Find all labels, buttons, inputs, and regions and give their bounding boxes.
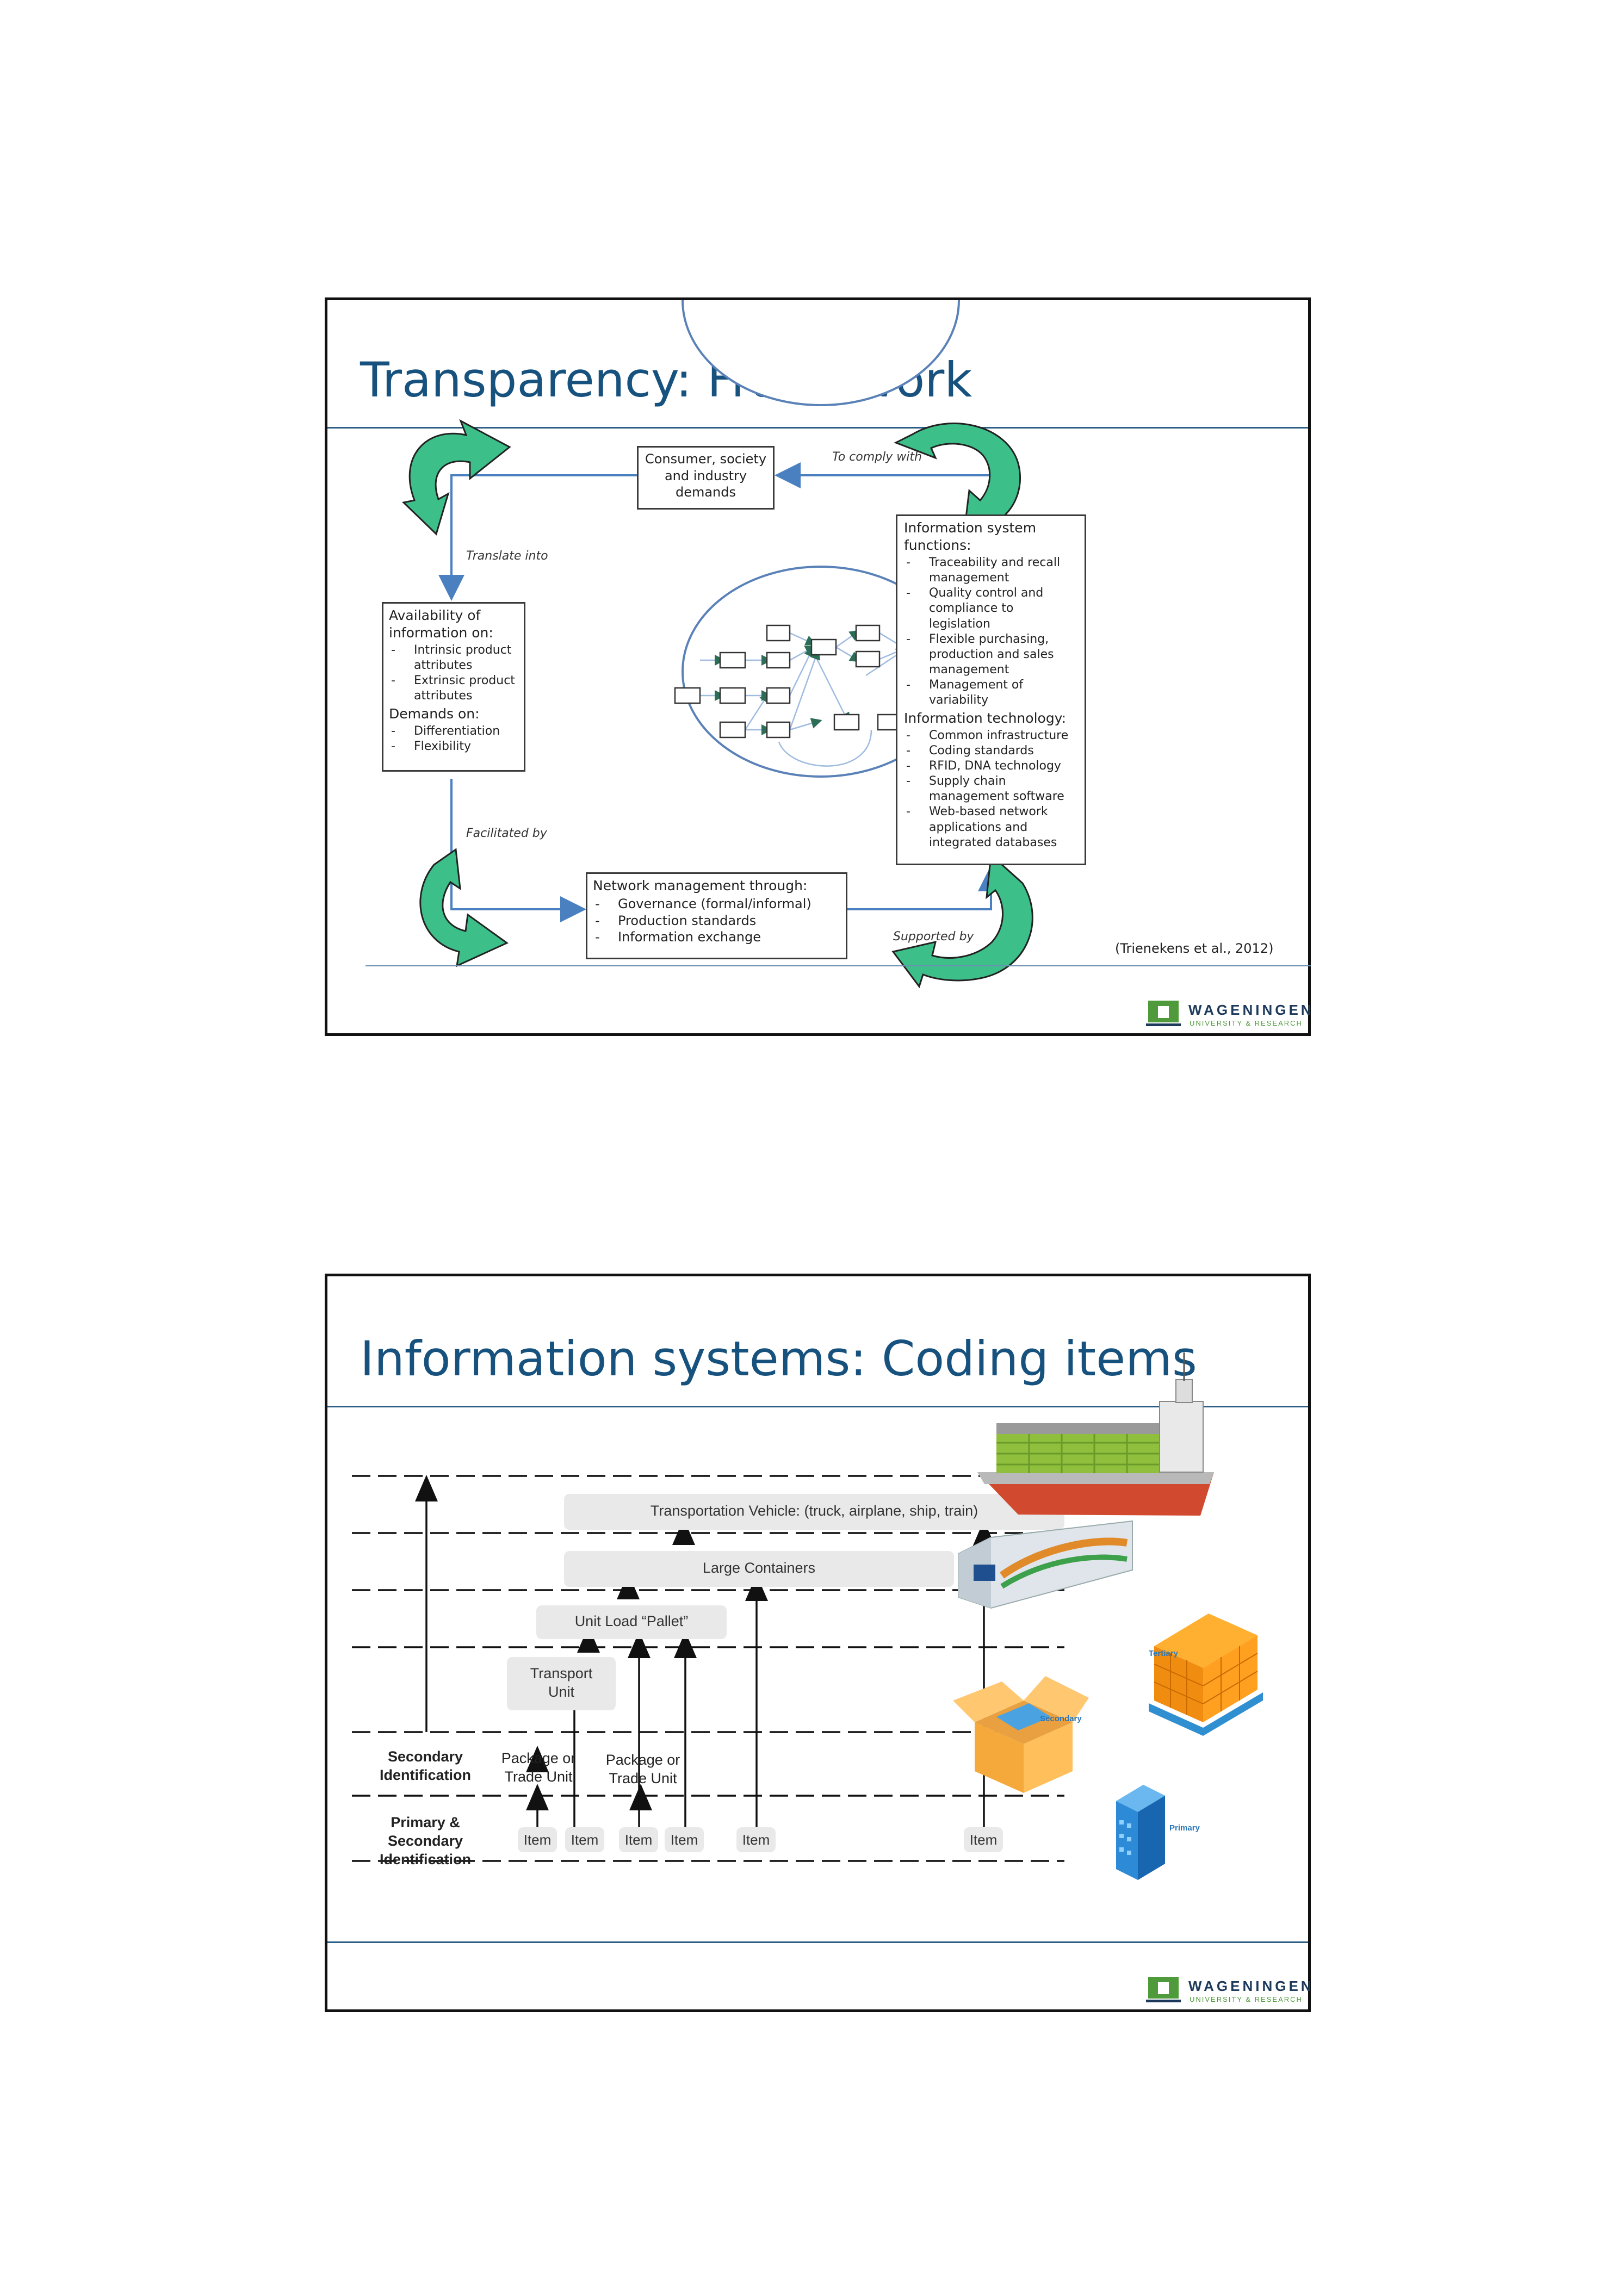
cycle-arrow-bottom-right-icon	[891, 853, 1033, 989]
is-function-item: Management of variability	[904, 678, 1078, 708]
item-label: Item	[665, 1827, 704, 1852]
item-label: Item	[518, 1827, 557, 1852]
title-rule	[327, 427, 1308, 429]
it-item: Web-based network applications and integ…	[904, 804, 1078, 850]
flow-line-to-availability	[438, 474, 643, 601]
logo-name: WAGENINGEN	[1188, 1002, 1314, 1018]
logo-name: WAGENINGEN	[1188, 1978, 1314, 1994]
information-system-box: Information system functions: Traceabili…	[896, 514, 1086, 865]
label-translate-into: Translate into	[466, 549, 548, 563]
supply-network-illustration	[674, 300, 960, 778]
it-item: Supply chain management software	[904, 774, 1078, 804]
logo-subtitle: UNIVERSITY & RESEARCH	[1190, 1995, 1303, 2003]
logistics-illustrations	[953, 1352, 1263, 1880]
footer-rule	[327, 1941, 1308, 1943]
logo-subtitle: UNIVERSITY & RESEARCH	[1190, 1019, 1303, 1027]
label-primary-secondary-identification: Primary & Secondary Identification	[380, 1814, 471, 1867]
cycle-arrow-bottom-left-icon	[419, 848, 509, 967]
availability-box: Availability of information on: Intrinsi…	[382, 602, 525, 772]
illustration-label-primary: Primary	[1169, 1823, 1200, 1833]
pill-large-containers: Large Containers	[564, 1551, 954, 1587]
illustration-label-tertiary: Tertiary	[1149, 1649, 1178, 1658]
item-label: Item	[736, 1827, 776, 1852]
tertiary-pallet-icon	[1149, 1614, 1263, 1736]
demands-box-text: Consumer, society and industry demands	[645, 451, 767, 500]
demands-on-heading: Demands on:	[389, 705, 480, 722]
slide-coding-items: Information systems: Coding items	[325, 1274, 1311, 2012]
is-function-item: Flexible purchasing, production and sale…	[904, 632, 1078, 678]
network-item: Production standards	[593, 913, 840, 929]
flow-line-to-is	[847, 865, 1004, 910]
flow-line-to-demands	[775, 462, 992, 514]
illustration-label-secondary: Secondary	[1040, 1714, 1082, 1723]
label-to-comply-with: To comply with	[832, 450, 922, 464]
label-secondary-identification: Secondary Identification	[380, 1748, 471, 1783]
pill-transport-unit: Transport Unit	[507, 1657, 616, 1710]
wageningen-logo-icon	[1146, 1977, 1181, 2002]
refrigerated-container-icon	[958, 1520, 1133, 1609]
footer-rule	[366, 965, 1311, 966]
demands-box: Consumer, society and industry demands	[637, 446, 775, 510]
is-functions-heading: Information system functions:	[904, 520, 1037, 553]
flow-line-to-network	[450, 779, 586, 922]
citation: (Trienekens et al., 2012)	[1115, 941, 1274, 956]
label-supported-by: Supported by	[893, 930, 974, 944]
availability-item: Intrinsic product attributes	[389, 643, 518, 673]
framework-diagram	[401, 300, 1033, 989]
it-item: Coding standards	[904, 743, 1078, 759]
slide-transparency-framework: Transparency: Framework	[325, 297, 1311, 1036]
demands-on-item: Flexibility	[389, 739, 518, 754]
primary-carton-icon	[1116, 1785, 1165, 1880]
cargo-ship-icon	[977, 1352, 1214, 1516]
slide-title: Information systems: Coding items	[360, 1331, 1197, 1387]
network-management-box: Network management through: Governance (…	[586, 872, 847, 959]
label-package-trade-unit: Package or Trade Unit	[501, 1750, 576, 1785]
pill-transportation-vehicle: Transportation Vehicle: (truck, airplane…	[564, 1494, 1064, 1530]
is-function-item: Traceability and recall management	[904, 555, 1078, 586]
cycle-arrow-top-left-icon	[401, 419, 511, 536]
demands-on-item: Differentiation	[389, 724, 518, 739]
it-item: RFID, DNA technology	[904, 759, 1078, 774]
label-facilitated-by: Facilitated by	[466, 827, 547, 840]
network-heading: Network management through:	[593, 878, 808, 893]
it-item: Common infrastructure	[904, 728, 1078, 743]
pill-unit-load-pallet: Unit Load “Pallet”	[536, 1605, 727, 1639]
it-heading: Information technology:	[904, 710, 1067, 726]
label-package-trade-unit: Package or Trade Unit	[605, 1752, 680, 1786]
secondary-box-icon	[953, 1676, 1089, 1793]
item-label: Item	[565, 1827, 604, 1852]
item-label: Item	[964, 1827, 1003, 1852]
title-rule	[327, 1406, 1308, 1407]
wageningen-logo: WAGENINGEN UNIVERSITY & RESEARCH	[1146, 1976, 1311, 2008]
is-function-item: Quality control and compliance to legisl…	[904, 586, 1078, 631]
network-item: Governance (formal/informal)	[593, 896, 840, 913]
availability-item: Extrinsic product attributes	[389, 673, 518, 704]
availability-heading: Availability of information on:	[389, 607, 493, 641]
coding-hierarchy-diagram	[352, 1475, 1064, 1862]
wageningen-logo: WAGENINGEN UNIVERSITY & RESEARCH	[1146, 1000, 1311, 1032]
network-item: Information exchange	[593, 929, 840, 946]
item-label: Item	[619, 1827, 658, 1852]
wageningen-logo-icon	[1146, 1001, 1181, 1026]
